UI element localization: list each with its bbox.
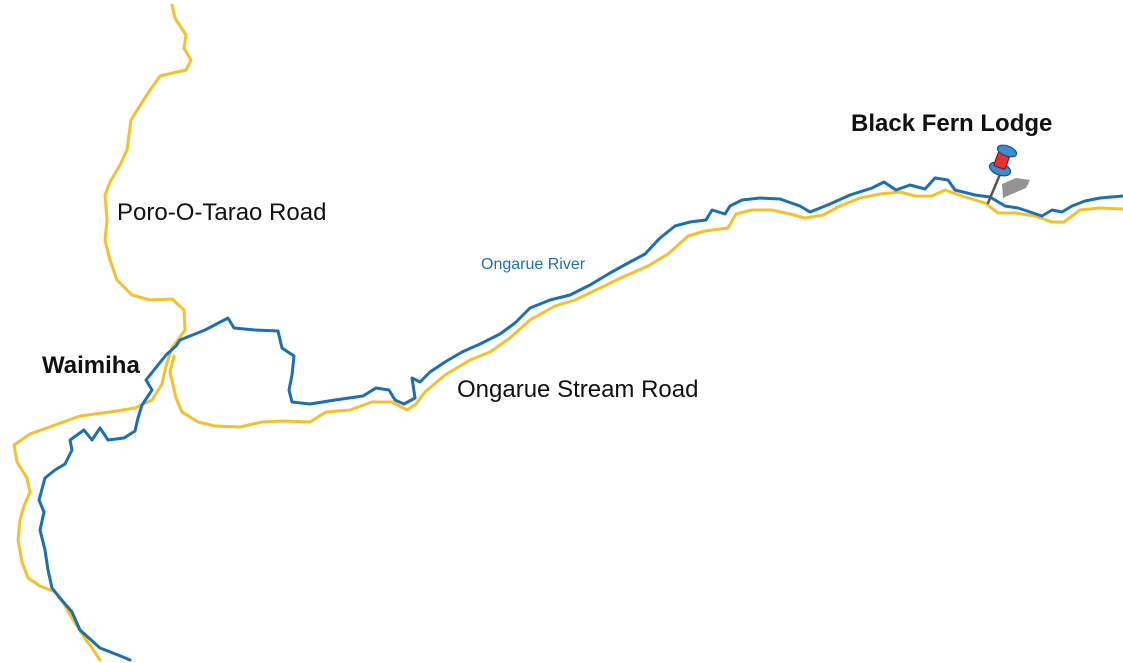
poro-o-tarao-road-label: Poro-O-Tarao Road bbox=[117, 199, 327, 226]
ongarue-river-line bbox=[37, 176, 1123, 662]
black-fern-lodge-label: Black Fern Lodge bbox=[851, 110, 1053, 137]
poro-o-tarao-road-line bbox=[12, 3, 193, 662]
ongarue-stream-road-line bbox=[168, 188, 1123, 429]
ongarue-stream-road-label: Ongarue Stream Road bbox=[457, 376, 699, 403]
pushpin-icon[interactable] bbox=[986, 143, 1030, 205]
ongarue-river-label: Ongarue River bbox=[481, 256, 586, 273]
pushpin-top bbox=[996, 144, 1018, 158]
pushpin-needle bbox=[986, 170, 1003, 205]
waimiha-label: Waimiha bbox=[42, 352, 140, 379]
pushpin-shadow bbox=[1002, 178, 1030, 198]
